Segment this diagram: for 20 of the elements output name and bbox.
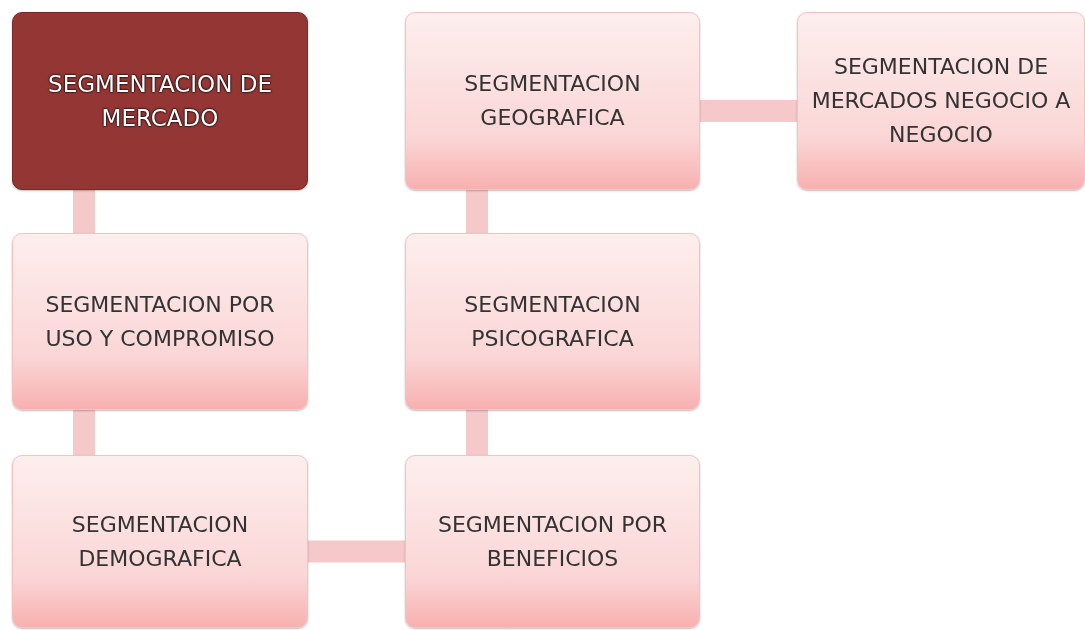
process-box: [405, 233, 700, 410]
connector: [700, 100, 797, 122]
title-box: [12, 12, 308, 190]
connector: [466, 410, 488, 455]
node-text: SEGMENTACION POR USO Y COMPROMISO: [44, 290, 276, 353]
node-text: SEGMENTACION DE MERCADOS NEGOCIO A NEGOCIO: [810, 53, 1072, 149]
process-box: [797, 12, 1085, 190]
connector: [73, 190, 95, 233]
connector: [73, 410, 95, 455]
process-box: [405, 455, 700, 628]
node-text: SEGMENTACION PSICOGRAFICA: [463, 290, 642, 353]
connector: [466, 190, 488, 233]
node-text: SEGMENTACION POR BENEFICIOS: [436, 510, 669, 573]
node-text: SEGMENTACION DEMOGRAFICA: [70, 510, 250, 573]
node-text: SEGMENTACION GEOGRAFICA: [463, 70, 642, 132]
process-box: [12, 233, 308, 410]
process-box: [405, 12, 700, 190]
process-box: [12, 455, 308, 628]
node-text: SEGMENTACION DE MERCADO: [47, 70, 273, 133]
connector: [308, 540, 405, 563]
